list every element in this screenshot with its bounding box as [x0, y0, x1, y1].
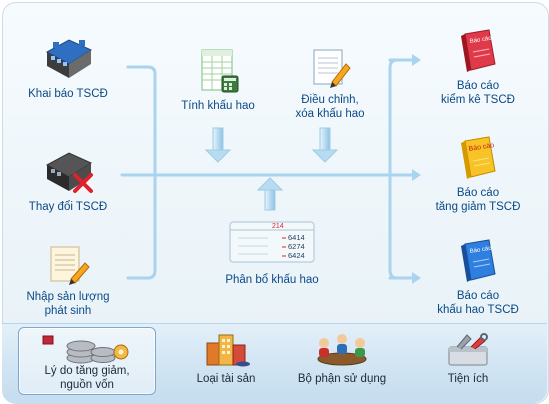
thay-doi-tscd-item[interactable]: Thay đổi TSCĐ	[14, 145, 122, 214]
down-arrow-tinh-khau-hao	[204, 127, 232, 163]
coins-gear-icon	[39, 332, 135, 373]
phan-bo-khau-hao-item[interactable]: 214 6414 6274 6424 Phân bổ khấu hao	[212, 218, 332, 287]
bao-cao-kiem-ke-label: Báo cáo kiểm kê TSCĐ	[441, 80, 515, 106]
blue-book-text: Báo cáo	[469, 246, 492, 255]
phan-bo-code-214: 214	[272, 223, 284, 230]
phan-bo-khau-hao-label: Phân bổ khấu hao	[225, 274, 319, 286]
down-arrow-dieu-chinh	[311, 127, 339, 163]
bao-cao-khau-hao-label: Báo cáo khấu hao TSCĐ	[437, 290, 519, 316]
blue-report-book-icon: Báo cáo	[455, 238, 501, 289]
loai-tai-san-button[interactable]: Loại tài sản	[178, 331, 274, 386]
phan-bo-code-6414: 6414	[288, 233, 305, 242]
tinh-khau-hao-item[interactable]: Tính khấu hao	[170, 48, 266, 113]
thay-doi-tscd-label: Thay đổi TSCĐ	[28, 201, 108, 213]
up-arrow-phan-bo	[256, 177, 284, 211]
loai-tai-san-label: Loại tài sản	[196, 373, 256, 385]
dieu-chinh-khau-hao-item[interactable]: Điều chỉnh, xóa khấu hao	[284, 48, 376, 121]
ly-do-tang-giam-button[interactable]: Lý do tăng giảm, nguồn vốn	[18, 327, 156, 395]
building-delete-icon	[39, 145, 97, 200]
toolbox-icon	[441, 331, 495, 372]
bo-phan-su-dung-label: Bộ phận sử dụng	[297, 373, 387, 385]
phan-bo-code-6424: 6424	[288, 251, 305, 260]
bo-phan-su-dung-button[interactable]: Bộ phận sử dụng	[288, 331, 396, 386]
allocation-sheet-icon: 214 6414 6274 6424	[228, 218, 316, 269]
bao-cao-tang-giam-item[interactable]: Báo cáo Báo cáo tăng giảm TSCĐ	[424, 135, 532, 214]
tien-ich-button[interactable]: Tiện ích	[426, 331, 510, 386]
khai-bao-tscd-label: Khai báo TSCĐ	[28, 88, 108, 100]
khai-bao-tscd-item[interactable]: Khai báo TSCĐ	[14, 30, 122, 101]
tinh-khau-hao-label: Tính khấu hao	[181, 100, 255, 112]
meeting-people-icon	[310, 331, 374, 372]
building-icon	[39, 30, 97, 87]
red-report-book-icon: Báo cáo	[455, 28, 501, 79]
tien-ich-label: Tiện ích	[447, 373, 489, 385]
nhap-san-luong-item[interactable]: Nhập sản lượng phát sinh	[14, 245, 122, 318]
document-pencil-icon	[308, 48, 352, 93]
dieu-chinh-khau-hao-label: Điều chỉnh, xóa khấu hao	[295, 94, 365, 120]
red-book-text: Báo cáo	[469, 36, 492, 45]
bao-cao-tang-giam-label: Báo cáo tăng giảm TSCĐ	[435, 187, 521, 213]
form-edit-icon	[45, 245, 91, 290]
ly-do-tang-giam-label: Lý do tăng giảm, nguồn vốn	[44, 365, 130, 391]
buildings-icon	[199, 331, 253, 372]
right-bracket-connector	[388, 58, 414, 280]
yellow-report-icon: Báo cáo	[455, 135, 501, 186]
spreadsheet-calculator-icon	[196, 48, 240, 99]
yellow-report-text: Báo cáo	[468, 142, 495, 153]
nhap-san-luong-label: Nhập sản lượng phát sinh	[26, 291, 110, 317]
left-bracket-connector	[126, 65, 157, 280]
bao-cao-kiem-ke-item[interactable]: Báo cáo Báo cáo kiểm kê TSCĐ	[424, 28, 532, 107]
phan-bo-code-6274: 6274	[288, 242, 305, 251]
bao-cao-khau-hao-item[interactable]: Báo cáo Báo cáo khấu hao TSCĐ	[424, 238, 532, 317]
